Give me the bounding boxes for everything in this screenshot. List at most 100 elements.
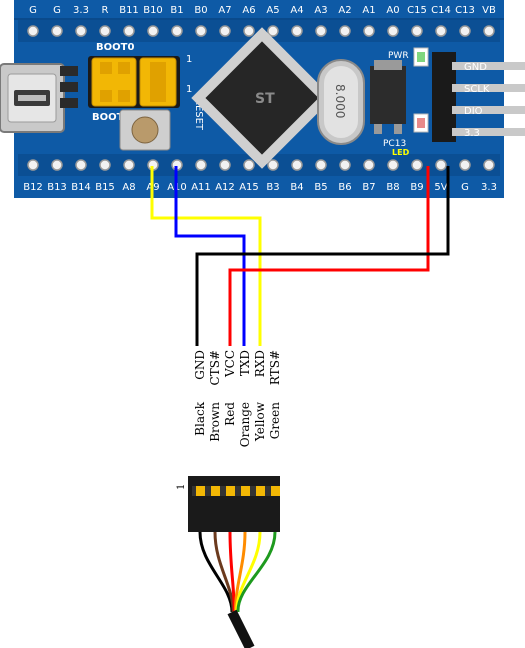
bottom-pin-label: 3.3 bbox=[481, 182, 497, 193]
jumper-one-b: 1 bbox=[186, 84, 192, 95]
color-label: Black bbox=[193, 401, 207, 436]
connector-pin bbox=[271, 486, 280, 496]
signal-label: RTS# bbox=[268, 350, 282, 385]
ftdi-connector bbox=[188, 476, 280, 532]
top-pin-hole bbox=[243, 25, 255, 37]
bottom-pin-label: B13 bbox=[47, 182, 67, 193]
bottom-pin-label: 5V bbox=[434, 182, 447, 193]
bottom-pin-label: B7 bbox=[362, 182, 375, 193]
top-pin-label: A6 bbox=[242, 5, 255, 16]
top-pin-hole bbox=[27, 25, 39, 37]
bottom-pin-label: B14 bbox=[71, 182, 91, 193]
top-pin-row bbox=[27, 25, 495, 37]
top-pin-label: A2 bbox=[338, 5, 351, 16]
top-pin-label: B10 bbox=[143, 5, 163, 16]
bottom-pin-hole bbox=[435, 159, 447, 171]
bottom-pin-label: B12 bbox=[23, 182, 43, 193]
top-pin-label: 3.3 bbox=[73, 5, 89, 16]
top-pin-label: A5 bbox=[266, 5, 279, 16]
mcu-logo: ST bbox=[255, 91, 275, 107]
regulator bbox=[370, 60, 406, 134]
top-pin-hole bbox=[171, 25, 183, 37]
top-pin-hole bbox=[459, 25, 471, 37]
signal-label: RXD bbox=[253, 350, 267, 377]
top-pin-hole bbox=[339, 25, 351, 37]
cable-wire bbox=[228, 531, 236, 613]
reset-button[interactable] bbox=[119, 109, 171, 151]
top-pin-label: B11 bbox=[119, 5, 139, 16]
top-pin-hole bbox=[75, 25, 87, 37]
top-pin-label: C13 bbox=[455, 5, 475, 16]
connector-pin bbox=[196, 486, 205, 496]
cable-wires bbox=[198, 531, 277, 613]
top-pin-label: A7 bbox=[218, 5, 231, 16]
boot-jumpers[interactable] bbox=[88, 56, 180, 108]
cable-wire bbox=[213, 531, 235, 613]
top-pin-hole bbox=[51, 25, 63, 37]
top-pin-label: VB bbox=[482, 5, 496, 16]
cable-wire bbox=[235, 531, 262, 613]
bottom-pin-hole bbox=[339, 159, 351, 171]
crystal: 8.000 bbox=[317, 59, 365, 145]
swd-header bbox=[432, 52, 525, 142]
bottom-pin-hole bbox=[195, 159, 207, 171]
color-label: Orange bbox=[238, 402, 252, 447]
top-pin-label: G bbox=[29, 5, 37, 16]
bottom-pin-hole bbox=[243, 159, 255, 171]
cable-wire bbox=[234, 531, 247, 613]
top-pin-label: A1 bbox=[362, 5, 375, 16]
bottom-pin-row bbox=[27, 159, 495, 171]
wire-blue bbox=[174, 166, 246, 346]
top-pin-label: R bbox=[102, 5, 109, 16]
cable-wire bbox=[198, 531, 234, 613]
top-pin-hole bbox=[483, 25, 495, 37]
color-label: Green bbox=[268, 402, 282, 440]
top-pin-hole bbox=[291, 25, 303, 37]
color-label: Brown bbox=[208, 402, 222, 442]
pc13-label: PC13 bbox=[383, 139, 406, 149]
jumper-wires bbox=[150, 166, 450, 346]
bottom-pin-label: A8 bbox=[122, 182, 135, 193]
usb-connector bbox=[0, 63, 65, 133]
wire-red bbox=[228, 166, 430, 346]
top-pin-hole bbox=[435, 25, 447, 37]
bottom-pin-hole bbox=[291, 159, 303, 171]
top-pin-hole bbox=[147, 25, 159, 37]
bottom-pin-hole bbox=[459, 159, 471, 171]
boot1-label: BOOT1 bbox=[92, 112, 130, 123]
bottom-pin-label: A12 bbox=[215, 182, 235, 193]
bottom-pin-hole bbox=[363, 159, 375, 171]
top-pin-label: A0 bbox=[386, 5, 399, 16]
bottom-pin-hole bbox=[483, 159, 495, 171]
bottom-pin-hole bbox=[99, 159, 111, 171]
cable-wire bbox=[236, 531, 277, 613]
swd-label: GND bbox=[464, 62, 487, 73]
bottom-pin-label: B3 bbox=[266, 182, 279, 193]
connector-pin bbox=[226, 486, 235, 496]
wire-black bbox=[195, 166, 450, 346]
bottom-pin-label: B15 bbox=[95, 182, 115, 193]
swd-label: SCLK bbox=[464, 84, 490, 95]
top-pin-hole bbox=[315, 25, 327, 37]
top-pin-hole bbox=[195, 25, 207, 37]
top-pin-label: G bbox=[53, 5, 61, 16]
cable-jacket bbox=[227, 609, 255, 648]
boot0-label: BOOT0 bbox=[96, 42, 134, 53]
connector-pins bbox=[196, 486, 280, 496]
connector-pin bbox=[256, 486, 265, 496]
swd-label: DIO bbox=[464, 106, 483, 117]
bottom-pin-hole bbox=[315, 159, 327, 171]
wire-yellow bbox=[150, 166, 262, 346]
top-pin-hole bbox=[363, 25, 375, 37]
color-label: Red bbox=[223, 402, 237, 426]
top-pin-label: A4 bbox=[290, 5, 303, 16]
bottom-pin-label: A11 bbox=[191, 182, 211, 193]
top-pin-hole bbox=[99, 25, 111, 37]
bottom-pin-hole bbox=[27, 159, 39, 171]
